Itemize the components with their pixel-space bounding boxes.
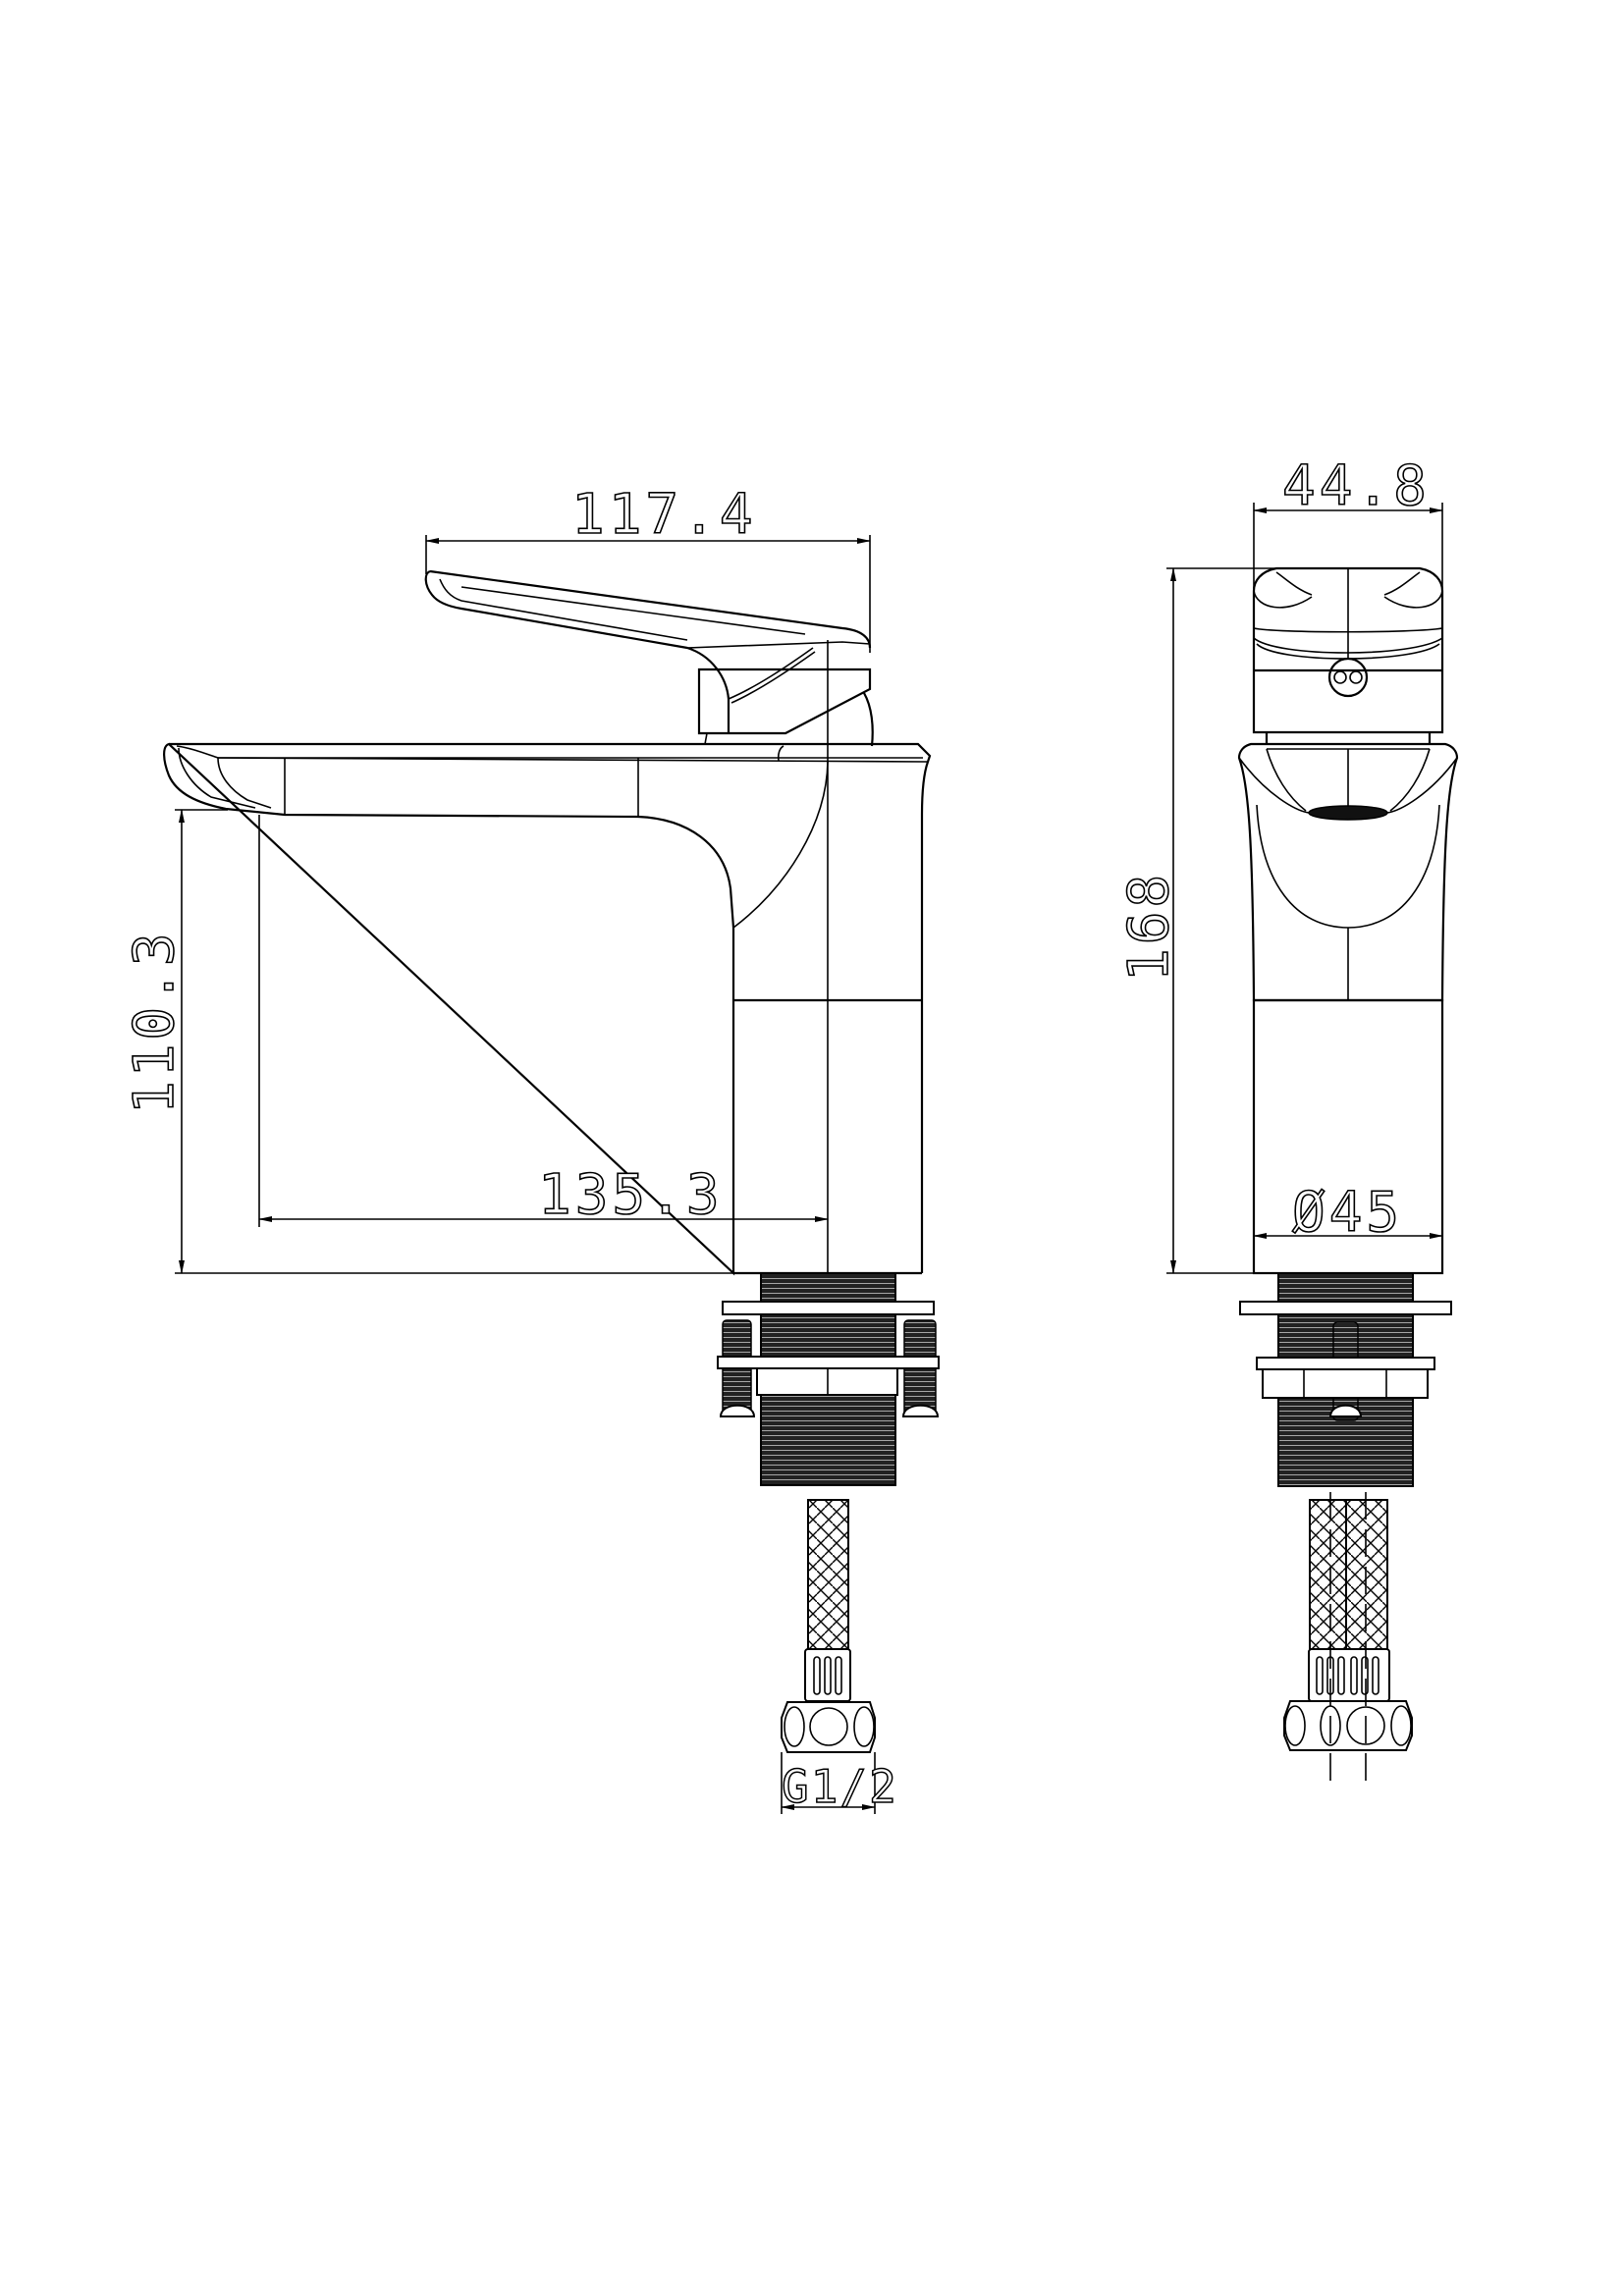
dimension-label-110-3: 110.3: [123, 929, 187, 1114]
dimension-connection-thread: G1/2: [781, 1752, 898, 1814]
mounting-shank-front: [1239, 1272, 1452, 1487]
supply-hoses-front: [1283, 1492, 1413, 1782]
handle-front: [1252, 566, 1444, 734]
dimension-label-168: 168: [1117, 871, 1181, 982]
dimension-spout-reach: 135.3: [258, 815, 829, 1228]
handle-lever: [424, 569, 872, 733]
spout-front: [1237, 733, 1459, 1275]
dimension-total-height: 168: [1116, 567, 1276, 1274]
dimension-label-44-8: 44.8: [1282, 454, 1431, 518]
supply-hose-side: [781, 1499, 876, 1753]
dimension-label-diameter-45: Ø45: [1292, 1181, 1403, 1245]
dimension-handle-width: 44.8: [1253, 454, 1443, 589]
dimension-label-135-3: 135.3: [538, 1163, 724, 1227]
front-view: 44.8: [1116, 454, 1459, 1782]
spout: [163, 640, 932, 1276]
dimension-base-diameter: Ø45: [1253, 1180, 1443, 1246]
dimension-label-g1-2: G1/2: [782, 1760, 898, 1813]
dimension-spout-height: 110.3: [122, 809, 733, 1274]
dimension-handle-length: 117.4: [425, 482, 871, 653]
dimension-label-117-4: 117.4: [571, 483, 757, 547]
mounting-shank-side: [717, 1272, 940, 1486]
side-view: 117.4 110.3: [122, 482, 940, 1814]
